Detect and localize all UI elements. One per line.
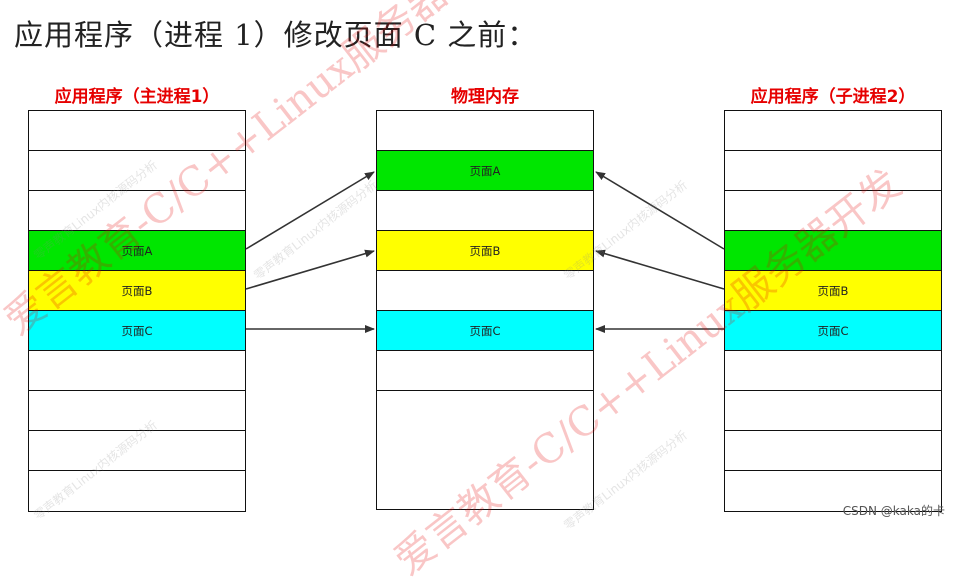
arrow-parent-a: [245, 171, 375, 250]
memory-slot: [377, 191, 593, 231]
memory-slot: [377, 351, 593, 391]
page-slot: [725, 191, 941, 231]
page-slot: [725, 431, 941, 471]
memory-slot: [377, 271, 593, 311]
physical-memory-table: 页面A 页面B 页面C: [376, 110, 594, 510]
page-slot: [29, 151, 245, 191]
page-heading: 应用程序（进程 1）修改页面 C 之前：: [14, 18, 538, 52]
parent-process-page-table: 页面A 页面B 页面C: [28, 110, 246, 512]
credit-text: CSDN @kaka的卡: [842, 504, 945, 518]
page-c-slot: 页面C: [29, 311, 245, 351]
page-b-slot: 页面B: [29, 271, 245, 311]
page-slot: [29, 351, 245, 391]
page-slot: [29, 111, 245, 151]
arrow-child-b: [595, 249, 725, 290]
page-slot: [725, 391, 941, 431]
memory-page-b: 页面B: [377, 231, 593, 271]
page-slot: [725, 351, 941, 391]
arrow-parent-b: [245, 249, 375, 290]
page-slot: [29, 391, 245, 431]
memory-page-a: 页面A: [377, 151, 593, 191]
arrow-child-a: [595, 171, 725, 250]
page-a-slot: [725, 231, 941, 271]
page-slot: [29, 431, 245, 471]
child-process-page-table: 页面B 页面C: [724, 110, 942, 512]
page-slot: [725, 151, 941, 191]
page-c-slot: 页面C: [725, 311, 941, 351]
memory-page-c: 页面C: [377, 311, 593, 351]
memory-column-title: 物理内存: [451, 87, 519, 107]
mapping-arrows: [245, 171, 725, 333]
page-slot: [29, 191, 245, 231]
left-column-title: 应用程序（主进程1）: [54, 87, 220, 107]
memory-slot: [377, 111, 593, 151]
page-a-slot: 页面A: [29, 231, 245, 271]
right-column-title: 应用程序（子进程2）: [750, 87, 916, 107]
page-b-slot: 页面B: [725, 271, 941, 311]
page-slot: [725, 111, 941, 151]
